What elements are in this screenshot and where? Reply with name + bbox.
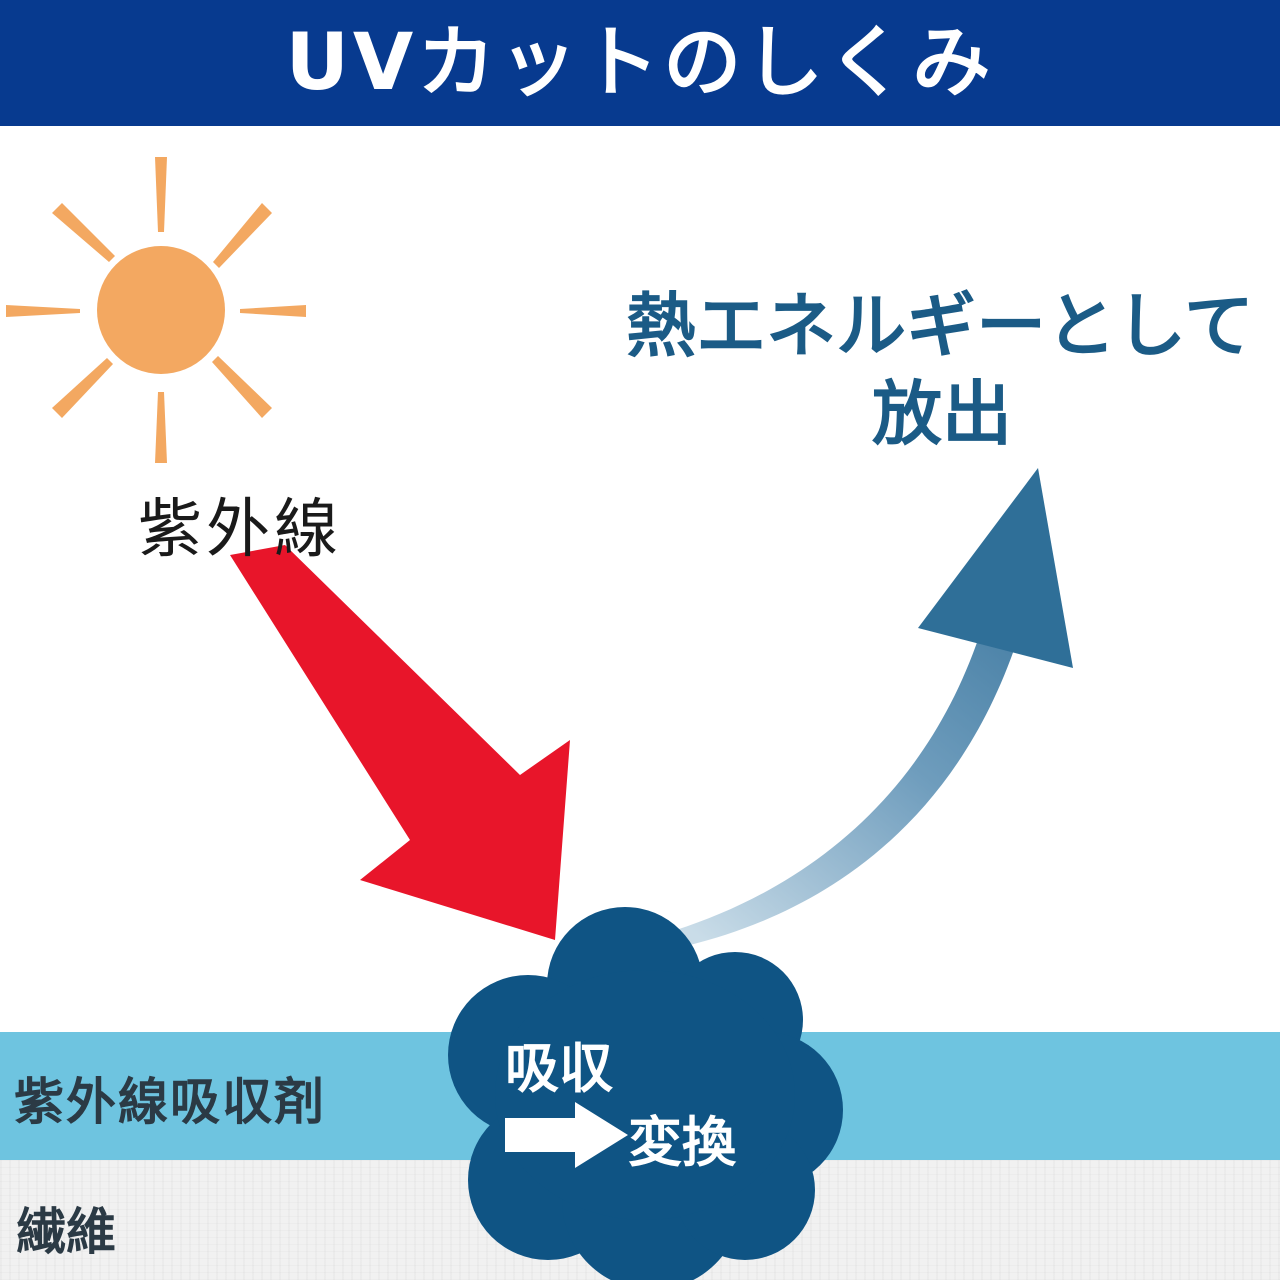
uv-label: 紫外線	[138, 493, 342, 567]
heat-label-line2: 放出	[872, 373, 1012, 455]
absorb-label: 吸収	[505, 1037, 613, 1100]
sun-icon	[6, 157, 306, 463]
uv-arrow-icon	[230, 545, 570, 940]
heat-release-label: 熱エネルギーとして 放出	[626, 282, 1254, 458]
fiber-label: 繊維	[16, 1203, 116, 1261]
cloud-icon	[448, 907, 843, 1280]
header-bar	[0, 0, 1280, 126]
convert-label: 変換	[628, 1111, 736, 1174]
absorber-label: 紫外線吸収剤	[14, 1073, 326, 1131]
page-title: UVカットのしくみ	[285, 18, 995, 108]
heat-arrow-icon	[676, 468, 1073, 945]
heat-label-line1: 熱エネルギーとして	[626, 285, 1254, 367]
convert-arrow-icon	[505, 1102, 628, 1168]
